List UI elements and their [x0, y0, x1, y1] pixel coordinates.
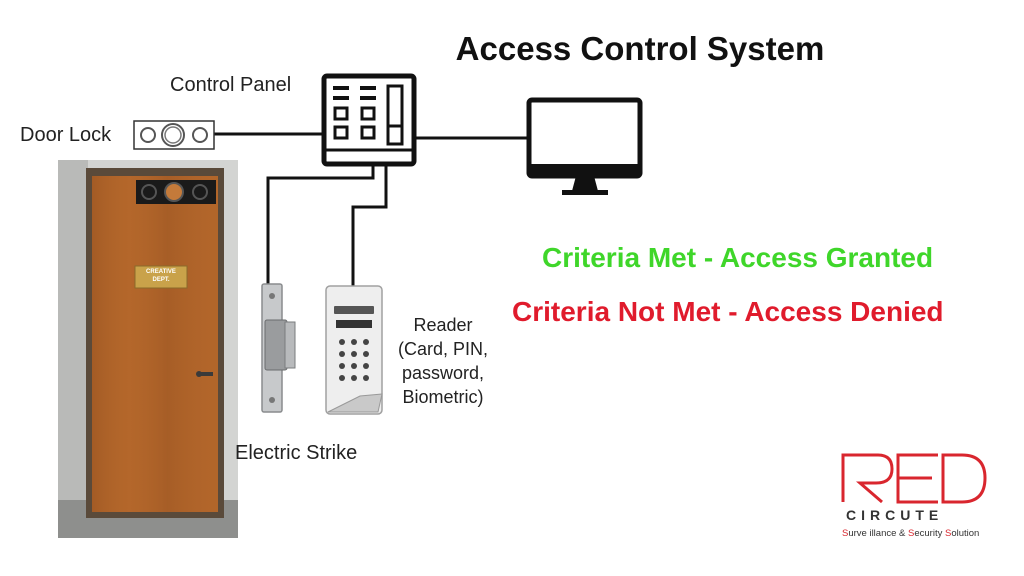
- electric-strike-label: Electric Strike: [235, 442, 358, 464]
- monitor-icon: [526, 97, 643, 195]
- page-title: Access Control System: [455, 30, 825, 67]
- tagline-part: olution: [951, 528, 980, 539]
- control-panel-icon: [321, 73, 417, 167]
- door-sign-line: DEPT.: [152, 277, 170, 283]
- tagline-initial: S: [842, 528, 849, 539]
- tagline-part: urve illance &: [848, 528, 909, 539]
- reader-label: Reader (Card, PIN, password, Biometric): [393, 313, 493, 409]
- door-lock-label: Door Lock: [20, 124, 112, 146]
- logo-subtitle: CIRCUTE: [846, 507, 944, 523]
- access-granted-text: Criteria Met - Access Granted: [542, 242, 934, 273]
- wire-panel-reader: [351, 137, 388, 287]
- tagline-initial: S: [944, 528, 952, 539]
- reader-label-line: Biometric): [402, 387, 484, 407]
- door-image: [58, 160, 238, 538]
- red-circute-logo: [841, 453, 987, 504]
- tagline-part: ecurity: [914, 528, 945, 539]
- electric-strike-icon: [261, 283, 296, 413]
- access-denied-text: Criteria Not Met - Access Denied: [512, 296, 944, 327]
- door-sign: CREATIVE DEPT.: [135, 268, 187, 284]
- logo-tagline: Surve illance & Security Solution: [842, 528, 979, 539]
- reader-label-line: password,: [401, 363, 485, 383]
- tagline-initial: S: [908, 528, 915, 539]
- door-lock-icon: [133, 120, 215, 150]
- reader-keypad-icon: [325, 285, 383, 415]
- door-sign-line: CREATIVE: [146, 269, 176, 275]
- control-panel-label: Control Panel: [170, 74, 292, 96]
- reader-label-line: Reader: [413, 315, 473, 335]
- reader-label-line: (Card, PIN,: [397, 339, 489, 359]
